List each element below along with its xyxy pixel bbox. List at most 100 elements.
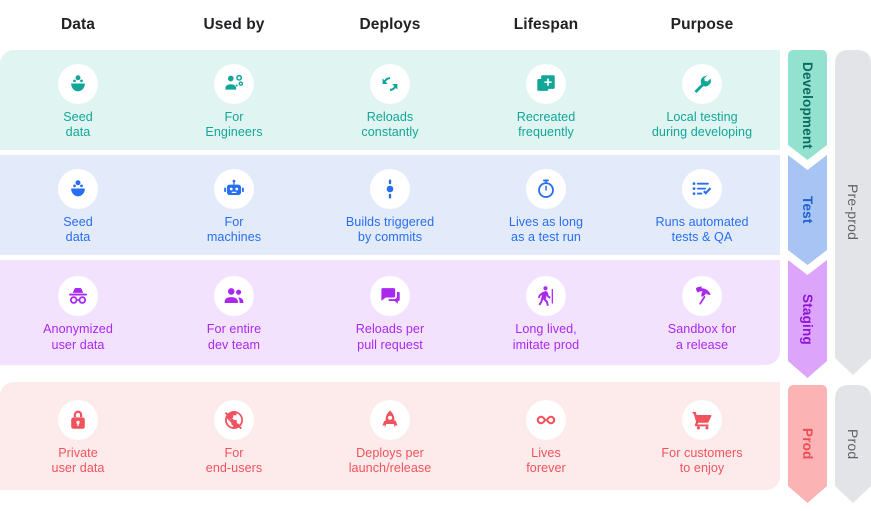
env-row-test: Seed data For machines Builds triggered by… [0, 155, 780, 255]
cell-test-2[interactable]: Builds triggered by commits [312, 155, 468, 255]
banner-label-group-prod: Prod [845, 428, 861, 460]
banner-shape-pre-prod [835, 50, 871, 375]
icon-bubble [682, 276, 722, 316]
environment-banners: Development Test Staging Prod Pre-prod P… [788, 0, 871, 511]
commit-node-icon [386, 178, 394, 199]
banner-group-prod[interactable]: Prod [835, 385, 871, 503]
cell-staging-1[interactable]: For entire dev team [156, 260, 312, 365]
icon-bubble [58, 168, 98, 209]
icon-bubble [682, 168, 722, 209]
icon-bubble [370, 63, 410, 104]
icon-bubble [214, 168, 254, 209]
cell-label: Lives forever [526, 445, 566, 476]
env-row-development: Seed data For Engineers Reloads constantly… [0, 50, 780, 150]
cell-development-2[interactable]: Reloads constantly [312, 50, 468, 150]
chat-bubbles-icon [381, 288, 400, 304]
column-header-lifespan: Lifespan [513, 16, 579, 33]
robot-icon [224, 179, 244, 195]
cell-staging-2[interactable]: Reloads per pull request [312, 260, 468, 365]
icon-bubble [682, 63, 722, 104]
cell-label: Builds triggered by commits [345, 214, 435, 245]
column-header-used-by: Used by [203, 16, 265, 33]
cell-label: For end-users [205, 445, 263, 476]
column-header-purpose: Purpose [670, 16, 734, 33]
cell-test-0[interactable]: Seed data [0, 155, 156, 255]
cell-label: Reloads constantly [361, 109, 419, 140]
icon-bubble [370, 276, 410, 316]
cell-prod-2[interactable]: Deploys per launch/release [312, 382, 468, 490]
cell-label: Lives as long as a test run [508, 214, 584, 245]
banner-label-staging: Staging [800, 293, 815, 345]
icon-bubble [370, 399, 410, 440]
checklist-icon [692, 181, 712, 195]
cell-prod-3[interactable]: Lives forever [468, 382, 624, 490]
cell-development-3[interactable]: Recreated frequently [468, 50, 624, 150]
icon-bubble [58, 276, 98, 316]
banner-development[interactable]: Development [788, 50, 827, 160]
column-header-data: Data [61, 16, 95, 33]
banner-shape-group-prod [835, 385, 871, 503]
icon-bubble [526, 63, 566, 104]
icon-bubble [370, 168, 410, 209]
icon-bubble [58, 399, 98, 440]
rocket-icon [382, 410, 398, 428]
banner-group-pre-prod[interactable]: Pre-prod [835, 50, 871, 375]
env-row-staging: Anonymized user data For entire dev team R… [0, 260, 780, 365]
cell-label: Recreated frequently [516, 109, 576, 140]
banner-staging[interactable]: Staging [788, 260, 827, 378]
stopwatch-icon [538, 178, 554, 198]
cell-label: Private user data [51, 445, 105, 476]
cell-prod-0[interactable]: Private user data [0, 382, 156, 490]
infinity-icon [536, 415, 556, 424]
cell-label: For Engineers [205, 109, 263, 140]
banner-shape-development [788, 50, 827, 160]
beach-umbrella-icon [696, 286, 711, 305]
banner-shape-prod [788, 385, 827, 503]
banner-shape-test [788, 155, 827, 265]
column-header-row: Data Used by Deploys Lifespan Purpose [0, 0, 780, 50]
icon-bubble [58, 63, 98, 104]
seed-flower-icon [71, 74, 85, 91]
cell-test-3[interactable]: Lives as long as a test run [468, 155, 624, 255]
cell-prod-4[interactable]: For customers to enjoy [624, 382, 780, 490]
cell-test-4[interactable]: Runs automated tests & QA [624, 155, 780, 255]
incognito-icon [69, 288, 87, 304]
cell-label: Long lived, imitate prod [512, 322, 580, 352]
env-row-prod: Private user data For end-users Deploys pe… [0, 382, 780, 490]
seed-flower-icon [71, 179, 85, 196]
environment-rows: Seed data For Engineers Reloads constantly… [0, 50, 780, 490]
engineer-gears-icon [225, 74, 244, 90]
cell-staging-3[interactable]: Long lived, imitate prod [468, 260, 624, 365]
wrench-icon [694, 74, 711, 93]
cell-label: Local testing during developing [651, 109, 753, 140]
banner-test[interactable]: Test [788, 155, 827, 265]
cell-development-1[interactable]: For Engineers [156, 50, 312, 150]
cell-prod-1[interactable]: For end-users [156, 382, 312, 490]
icon-bubble [526, 399, 566, 440]
cell-staging-0[interactable]: Anonymized user data [0, 260, 156, 365]
cell-staging-4[interactable]: Sandbox for a release [624, 260, 780, 365]
cell-test-1[interactable]: For machines [156, 155, 312, 255]
cell-label: Anonymized user data [43, 322, 113, 352]
banner-label-development: Development [800, 61, 815, 149]
banner-shape-staging [788, 260, 827, 378]
walking-person-icon [537, 286, 553, 306]
cell-label: Runs automated tests & QA [655, 214, 749, 245]
globe-public-icon [224, 410, 243, 429]
cell-label: Seed data [63, 214, 93, 245]
cell-development-4[interactable]: Local testing during developing [624, 50, 780, 150]
cell-label: Seed data [63, 109, 93, 140]
add-copy-icon [537, 74, 555, 91]
cell-label: For machines [206, 214, 262, 245]
cell-label: Deploys per launch/release [348, 445, 432, 476]
refresh-loop-icon [382, 76, 398, 91]
banner-label-test: Test [800, 196, 815, 224]
banner-prod[interactable]: Prod [788, 385, 827, 503]
cell-development-0[interactable]: Seed data [0, 50, 156, 150]
icon-bubble [526, 276, 566, 316]
icon-bubble [526, 168, 566, 209]
cell-label: Reloads per pull request [355, 322, 425, 352]
cell-label: For entire dev team [206, 322, 262, 352]
lock-icon [71, 410, 85, 429]
icon-bubble [682, 399, 722, 440]
